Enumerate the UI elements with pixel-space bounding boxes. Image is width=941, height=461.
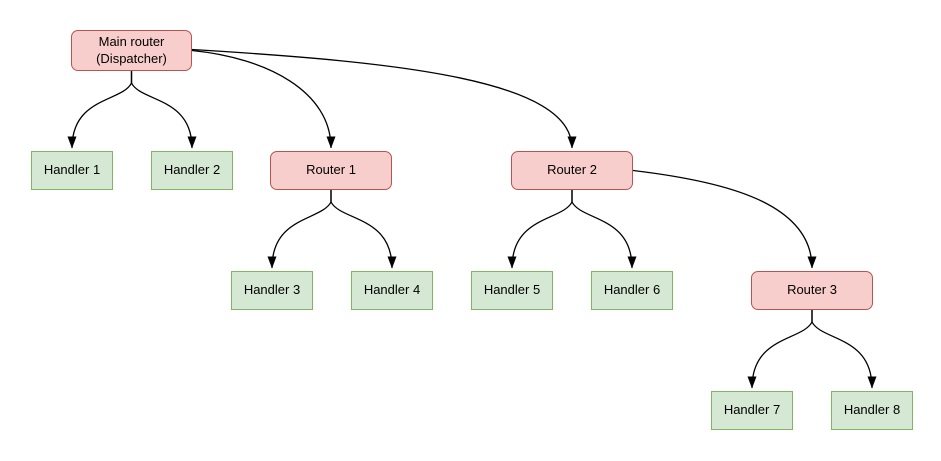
node-handler-6: Handler 6 bbox=[591, 271, 673, 310]
edge-router1-to-handler4 bbox=[330, 190, 397, 269]
node-handler-2: Handler 2 bbox=[151, 151, 233, 190]
edge-main-to-router2 bbox=[191, 48, 577, 149]
edge-router2-to-handler6 bbox=[571, 190, 637, 269]
node-router-3: Router 3 bbox=[751, 271, 873, 310]
node-router-1: Router 1 bbox=[270, 151, 392, 190]
node-handler-5: Handler 5 bbox=[471, 271, 553, 310]
edge-router1-to-handler3 bbox=[267, 190, 332, 269]
node-handler-8: Handler 8 bbox=[831, 391, 913, 430]
edge-main-to-router1 bbox=[191, 49, 336, 149]
node-handler-1: Handler 1 bbox=[31, 151, 113, 190]
edge-main-to-handler1 bbox=[67, 71, 133, 149]
edge-router3-to-handler8 bbox=[811, 310, 877, 389]
node-router-2: Router 2 bbox=[511, 151, 633, 190]
node-handler-7: Handler 7 bbox=[711, 391, 793, 430]
edge-router2-to-handler5 bbox=[507, 190, 573, 269]
edge-main-to-handler2 bbox=[130, 71, 197, 149]
node-handler-4: Handler 4 bbox=[351, 271, 433, 310]
node-main-router-dispatcher: Main router (Dispatcher) bbox=[71, 30, 192, 71]
edge-router2-to-router3 bbox=[632, 169, 817, 269]
edge-router3-to-handler7 bbox=[747, 310, 813, 389]
node-handler-3: Handler 3 bbox=[231, 271, 313, 310]
